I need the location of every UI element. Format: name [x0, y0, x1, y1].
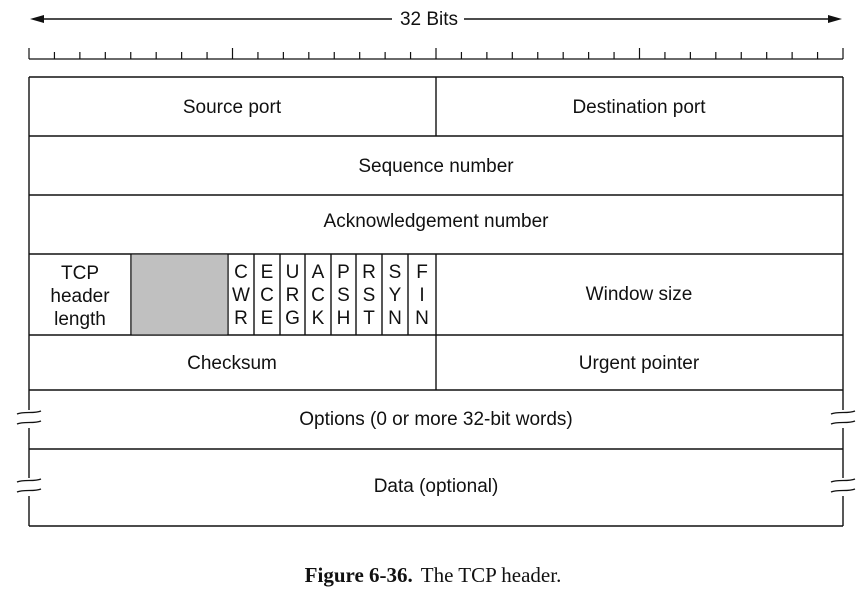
checksum-field: Checksum	[187, 353, 277, 374]
flag-syn-letter: S	[389, 262, 402, 283]
figure-caption-text: The TCP header.	[420, 563, 562, 587]
tcp-header-length-line-1: TCP	[61, 263, 99, 284]
tcp-header-length-line-3: length	[54, 309, 106, 330]
flag-ece-letter: C	[260, 285, 274, 306]
tcp-header-length-line-2: header	[50, 286, 110, 307]
flag-urg-letter: U	[286, 262, 300, 283]
window-size-field: Window size	[586, 284, 693, 305]
source-port-field: Source port	[183, 97, 282, 118]
right-break-mark-data	[830, 478, 856, 493]
left-break-mark-data	[16, 478, 42, 493]
flag-ece-letter: E	[261, 262, 274, 283]
flag-psh-letter: H	[337, 308, 351, 329]
flag-psh-letter: P	[337, 262, 350, 283]
flag-fin-letter: N	[415, 308, 429, 329]
figure-caption-label: Figure 6-36.	[304, 563, 413, 587]
options-field: Options (0 or more 32-bit words)	[299, 409, 573, 430]
destination-port-field: Destination port	[572, 97, 706, 118]
acknowledgement-number-field: Acknowledgement number	[324, 211, 550, 232]
header-grid	[28, 76, 844, 527]
bit-ruler	[28, 48, 844, 60]
bit-width-label: 32 Bits	[400, 9, 458, 30]
flag-urg-letter: R	[286, 285, 300, 306]
flag-fin-letter: F	[416, 262, 428, 283]
reserved-field	[131, 254, 228, 335]
flag-ack-letter: C	[311, 285, 325, 306]
flag-psh-letter: S	[337, 285, 350, 306]
urgent-pointer-field: Urgent pointer	[579, 353, 700, 374]
flag-cwr-letter: W	[232, 285, 250, 306]
left-break-mark-options	[16, 410, 42, 425]
flag-ack-letter: A	[312, 262, 325, 283]
flag-syn-letter: N	[388, 308, 402, 329]
figure-caption: Figure 6-36. The TCP header.	[0, 563, 866, 588]
flag-syn-letter: Y	[389, 285, 402, 306]
flag-urg-letter: G	[285, 308, 300, 329]
flag-fin-letter: I	[419, 285, 424, 306]
data-field: Data (optional)	[374, 476, 499, 497]
flag-ece-letter: E	[261, 308, 274, 329]
flag-ack-letter: K	[312, 308, 325, 329]
right-break-mark-options	[830, 410, 856, 425]
flag-rst-letter: S	[363, 285, 376, 306]
flag-rst-letter: T	[363, 308, 375, 329]
bit-width-arrow	[30, 15, 842, 23]
flag-rst-letter: R	[362, 262, 376, 283]
flag-cwr-letter: C	[234, 262, 248, 283]
sequence-number-field: Sequence number	[358, 156, 514, 177]
flag-cwr-letter: R	[234, 308, 248, 329]
